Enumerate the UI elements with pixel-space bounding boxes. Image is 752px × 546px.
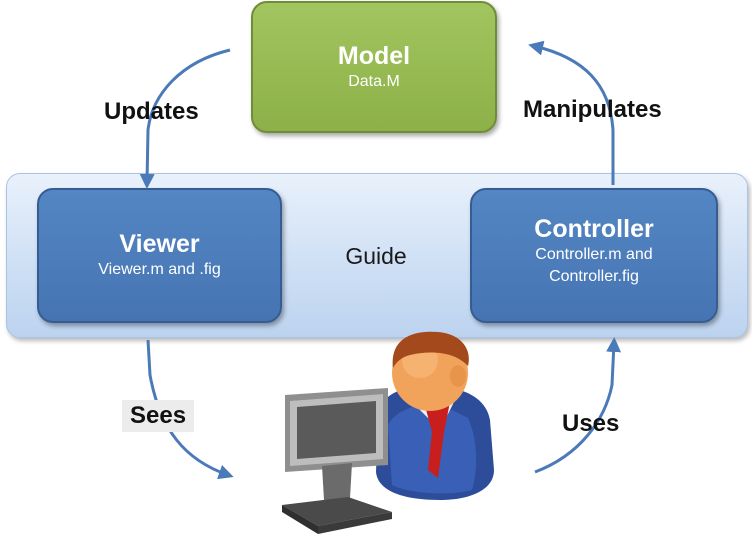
- updates-label: Updates: [104, 98, 199, 125]
- sees-label: Sees: [122, 400, 195, 432]
- controller-subtitle-line2: Controller.fig: [549, 268, 639, 285]
- uses-arrow: [534, 337, 622, 474]
- uses-label: Uses: [562, 410, 620, 437]
- sees-arrow: [146, 339, 234, 480]
- viewer-box: Viewer Viewer.m and .fig: [37, 188, 282, 323]
- manipulates-arrow: [528, 40, 615, 185]
- manipulates-label: Manipulates: [523, 96, 662, 123]
- user-at-computer-icon: [282, 331, 494, 534]
- model-subtitle: Data.M: [348, 73, 400, 90]
- model-box: Model Data.M: [251, 1, 497, 133]
- guide-label: Guide: [345, 243, 407, 269]
- viewer-title: Viewer: [119, 230, 200, 258]
- updates-arrow: [139, 48, 231, 189]
- model-title: Model: [337, 42, 411, 70]
- controller-subtitle-line1: Controller.m and: [535, 246, 653, 263]
- controller-box: Controller Controller.m and Controller.f…: [470, 188, 718, 323]
- controller-title: Controller: [534, 215, 654, 243]
- viewer-subtitle: Viewer.m and .fig: [98, 261, 221, 278]
